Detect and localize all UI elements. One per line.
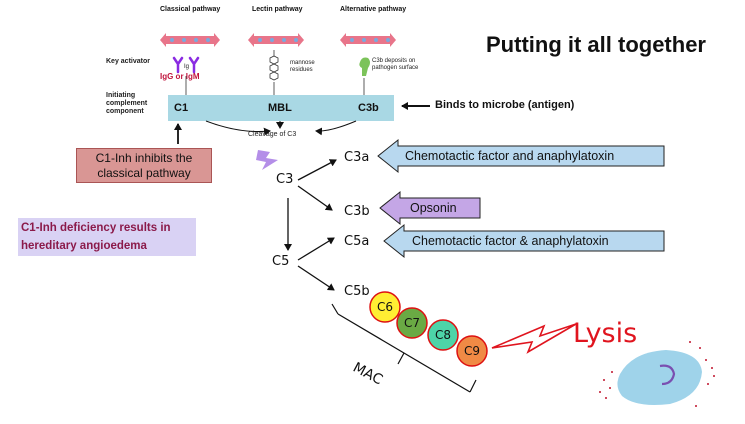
lectin-pathway-arrow	[248, 33, 304, 47]
ig-label: Ig	[184, 64, 190, 70]
c3a-function-text: Chemotactic factor and anaphylatoxin	[405, 149, 615, 163]
alternative-pathway-arrow	[340, 33, 396, 47]
classical-pathway-label: Classical pathway	[160, 6, 221, 13]
alternative-pathway-label: Alternative pathway	[340, 6, 407, 13]
lectin-pathway-label: Lectin pathway	[252, 6, 303, 13]
c5a-label: C5a	[344, 234, 370, 249]
mac-ball-label: C6	[377, 300, 393, 314]
cleavage-curves	[205, 120, 357, 136]
mac-bracket	[331, 303, 477, 393]
c3b-function-text: Opsonin	[410, 201, 457, 215]
initiating-component-bar: C1 MBL C3b	[168, 95, 394, 121]
deficiency-box: C1-Inh deficiency results in hereditary …	[18, 218, 196, 256]
mac-ball-label: C9	[464, 344, 480, 358]
c3b-function-arrow	[379, 190, 481, 226]
mac-ball-label: C7	[404, 316, 420, 330]
c5-label: C5	[272, 254, 290, 269]
mac-ball-label: C8	[435, 328, 451, 342]
binds-microbe-label: Binds to microbe (antigen)	[435, 99, 575, 111]
c3a-label: C3a	[344, 150, 370, 165]
lysis-lightning-icon	[491, 323, 577, 354]
mannose-icon	[269, 50, 279, 81]
page-title: Putting it all together	[486, 32, 706, 57]
c3-label: C3	[276, 172, 294, 187]
initiating-component-label: Initiating complement component	[106, 92, 148, 115]
antibody-icon	[172, 56, 200, 74]
c1-inh-box: C1-Inh inhibits the classical pathway	[76, 148, 212, 183]
mac-ball-c8: C8	[427, 319, 459, 351]
mannose-label: mannose residues	[290, 60, 315, 73]
c5a-function-text: Chemotactic factor & anaphylatoxin	[412, 234, 609, 248]
mac-ball-c9: C9	[456, 335, 488, 367]
mac-ball-c6: C6	[369, 291, 401, 323]
igg-igm-label: IgG or IgM	[160, 72, 200, 81]
mac-ball-c7: C7	[396, 307, 428, 339]
cascade-arrows	[284, 159, 337, 291]
c3b-bar-label: C3b	[358, 102, 379, 114]
lightning-icon	[256, 150, 278, 170]
activator-lines	[185, 76, 365, 95]
lysis-label: Lysis	[573, 318, 638, 349]
lysed-bacterium-icon	[599, 341, 715, 407]
c3b-deposit-icon	[359, 57, 370, 76]
key-activator-label: Key activator	[106, 58, 150, 65]
c3b-cascade-label: C3b	[344, 204, 370, 219]
c3a-function-arrow	[377, 138, 665, 174]
c5b-label: C5b	[344, 284, 370, 299]
cleavage-label: Cleavage of C3	[248, 131, 297, 138]
c3b-deposits-label: C3b deposits on pathogen surface	[372, 58, 419, 71]
c1-label: C1	[174, 102, 189, 114]
c5a-function-arrow	[383, 223, 665, 259]
mbl-label: MBL	[268, 102, 292, 114]
classical-pathway-arrow	[160, 33, 220, 47]
